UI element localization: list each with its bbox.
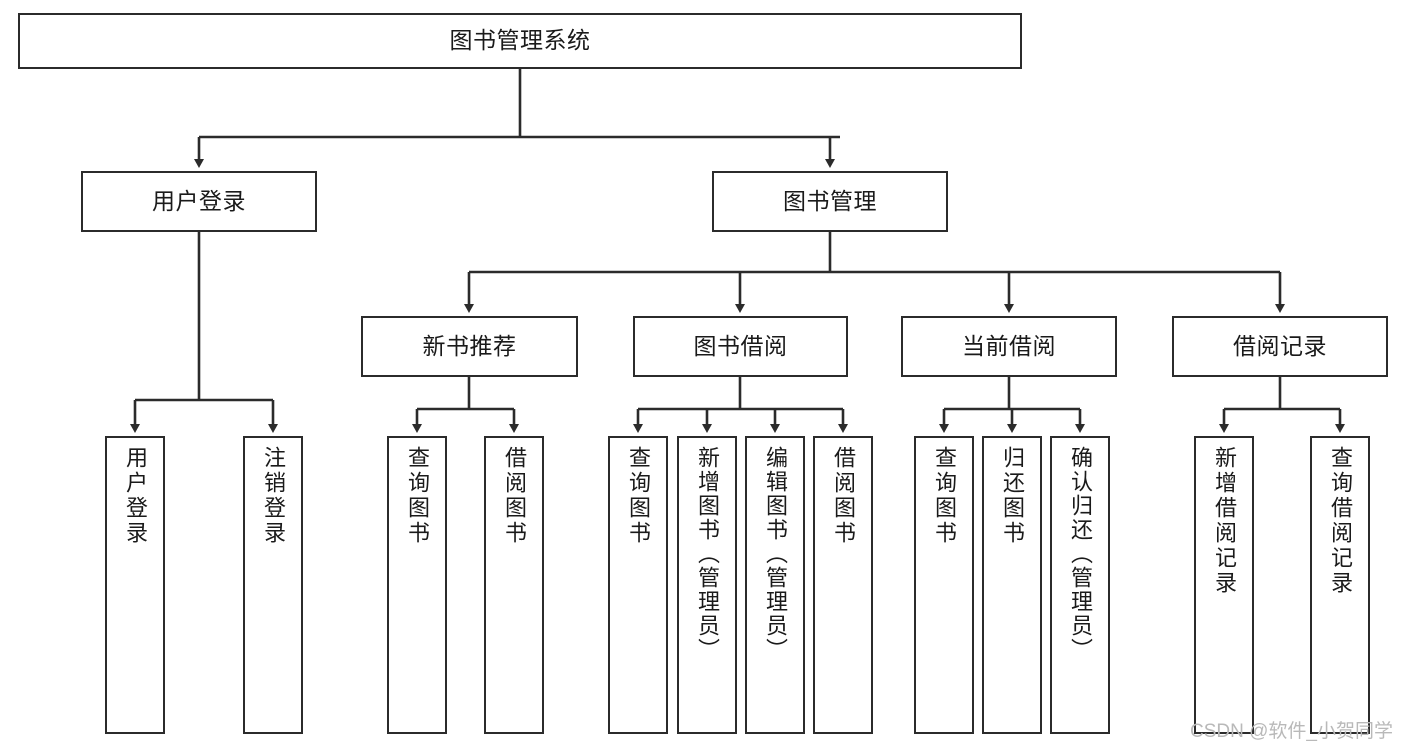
node-label: 新书推荐 bbox=[422, 332, 517, 359]
node-leaf-borrow-book-borrow[interactable]: 借阅图书 bbox=[813, 436, 873, 734]
node-borrow-record[interactable]: 借阅记录 bbox=[1172, 316, 1388, 377]
node-new-book-recommend[interactable]: 新书推荐 bbox=[361, 316, 578, 377]
csdn-watermark: CSDN @软件_小贺同学 bbox=[1190, 721, 1393, 742]
node-label: 当前借阅 bbox=[962, 332, 1056, 359]
node-leaf-add-book-admin[interactable]: 新增图书（管理员） bbox=[677, 436, 737, 734]
node-leaf-return-book[interactable]: 归还图书 bbox=[982, 436, 1042, 734]
node-leaf-logout[interactable]: 注销登录 bbox=[243, 436, 303, 734]
node-label: 查询图书 bbox=[932, 446, 957, 546]
node-label: 图书管理系统 bbox=[449, 27, 591, 54]
node-label: 用户登录 bbox=[152, 187, 246, 214]
node-label: 借阅记录 bbox=[1233, 332, 1327, 359]
node-label: 查询图书 bbox=[405, 446, 430, 546]
node-leaf-add-borrow-record[interactable]: 新增借阅记录 bbox=[1194, 436, 1254, 734]
node-root-book-management-system[interactable]: 图书管理系统 bbox=[18, 13, 1022, 69]
node-label: 新增图书（管理员） bbox=[695, 446, 720, 662]
node-label: 用户登录 bbox=[123, 446, 148, 546]
node-leaf-query-borrow-record[interactable]: 查询借阅记录 bbox=[1310, 436, 1370, 734]
node-book-management[interactable]: 图书管理 bbox=[712, 171, 948, 232]
node-leaf-user-login[interactable]: 用户登录 bbox=[105, 436, 165, 734]
node-label: 归还图书 bbox=[1000, 446, 1025, 546]
node-current-borrow[interactable]: 当前借阅 bbox=[901, 316, 1117, 377]
node-leaf-query-book-borrow[interactable]: 查询图书 bbox=[608, 436, 668, 734]
node-leaf-query-book-recommend[interactable]: 查询图书 bbox=[387, 436, 447, 734]
node-label: 查询借阅记录 bbox=[1328, 446, 1353, 596]
node-label: 图书借阅 bbox=[693, 332, 788, 359]
node-label: 借阅图书 bbox=[831, 446, 856, 546]
node-label: 注销登录 bbox=[261, 446, 286, 546]
node-label: 借阅图书 bbox=[502, 446, 527, 546]
node-book-borrow[interactable]: 图书借阅 bbox=[633, 316, 848, 377]
node-leaf-confirm-return-admin[interactable]: 确认归还（管理员） bbox=[1050, 436, 1110, 734]
node-leaf-query-book-current[interactable]: 查询图书 bbox=[914, 436, 974, 734]
node-label: 新增借阅记录 bbox=[1212, 446, 1237, 596]
node-label: 确认归还（管理员） bbox=[1068, 446, 1093, 662]
node-label: 编辑图书（管理员） bbox=[763, 446, 788, 662]
node-user-login[interactable]: 用户登录 bbox=[81, 171, 317, 232]
node-label: 查询图书 bbox=[626, 446, 651, 546]
node-label: 图书管理 bbox=[783, 187, 877, 214]
node-leaf-borrow-book-recommend[interactable]: 借阅图书 bbox=[484, 436, 544, 734]
node-leaf-edit-book-admin[interactable]: 编辑图书（管理员） bbox=[745, 436, 805, 734]
